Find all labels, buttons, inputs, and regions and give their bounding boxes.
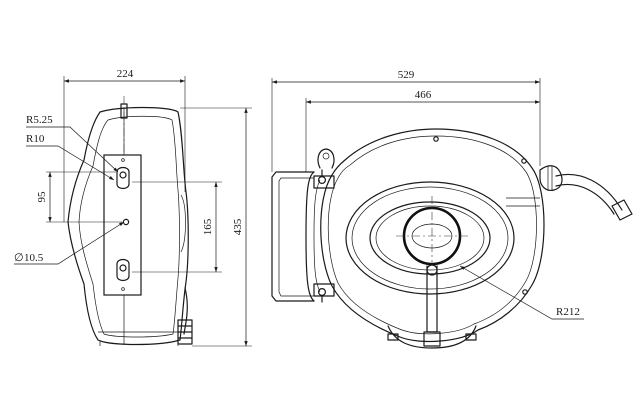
left-tab-top — [313, 175, 335, 189]
label-r525: R5.25 — [26, 114, 53, 126]
dim-529-label: 529 — [398, 69, 415, 81]
drum-oval-outer — [345, 181, 515, 295]
hose-outlet — [539, 165, 563, 191]
drum-oval-core — [375, 205, 485, 271]
bracket-hook-pin — [322, 152, 330, 160]
hose-nozzle — [611, 199, 633, 221]
reel-housing-outer — [320, 128, 545, 343]
leader-r212 — [459, 265, 584, 320]
side-housing-inner — [78, 115, 180, 338]
drum-oval-middle — [351, 186, 509, 290]
base-foot-right — [465, 333, 477, 341]
swivel-arm-pivot — [426, 264, 438, 276]
leader-d105 — [14, 221, 125, 265]
wall-bracket — [271, 171, 315, 302]
label-r10: R10 — [26, 133, 45, 145]
label-d105: 10.5 — [24, 252, 44, 264]
housing-bolt-4 — [521, 158, 527, 164]
upper-keyhole-head — [119, 171, 127, 179]
left-tab-bottom — [313, 283, 335, 297]
dim-95-label: 95 — [36, 191, 48, 203]
lower-keyhole-head — [119, 264, 127, 272]
base-stand — [387, 325, 477, 349]
housing-bolt-3 — [433, 136, 439, 142]
housing-back-plate — [305, 171, 315, 302]
dim-466-label: 466 — [415, 89, 432, 101]
hose-segment — [555, 173, 623, 211]
side-housing-outline — [67, 106, 189, 346]
side-hose-fitting — [177, 319, 193, 345]
swivel-arm — [426, 265, 438, 333]
label-r212: R212 — [556, 306, 580, 318]
upper-keyhole-slot — [116, 166, 130, 190]
wall-bracket-inner — [278, 177, 314, 297]
dim-435-label: 435 — [232, 218, 244, 235]
lower-keyhole-slot — [116, 258, 130, 282]
housing-back-plate-inner — [313, 179, 321, 293]
bracket-hook — [317, 148, 335, 169]
side-top-pin — [120, 103, 128, 119]
side-right-bump — [180, 194, 186, 253]
side-view — [67, 96, 193, 346]
front-view — [271, 128, 633, 349]
side-hose — [183, 287, 188, 335]
guide-roller — [506, 197, 540, 207]
plate-screw-top — [121, 158, 125, 162]
mounting-plate — [103, 154, 142, 296]
swivel-arm-foot — [423, 331, 441, 347]
base-foot-left — [387, 333, 399, 341]
leader-r10 — [26, 145, 115, 181]
dim-224-label: 224 — [117, 68, 134, 80]
label-d105-symbol: ∅ — [14, 252, 24, 264]
dimensions: 224 435 165 95 R5.25 R10 ∅ 10.5 529 — [14, 68, 584, 347]
reel-housing-rim — [327, 135, 537, 335]
dim-165-label: 165 — [202, 218, 214, 235]
leader-r525 — [26, 126, 119, 173]
plate-screw-bottom — [121, 287, 125, 291]
hose-segment-lower — [555, 183, 615, 215]
housing-bolt-5 — [522, 289, 528, 295]
